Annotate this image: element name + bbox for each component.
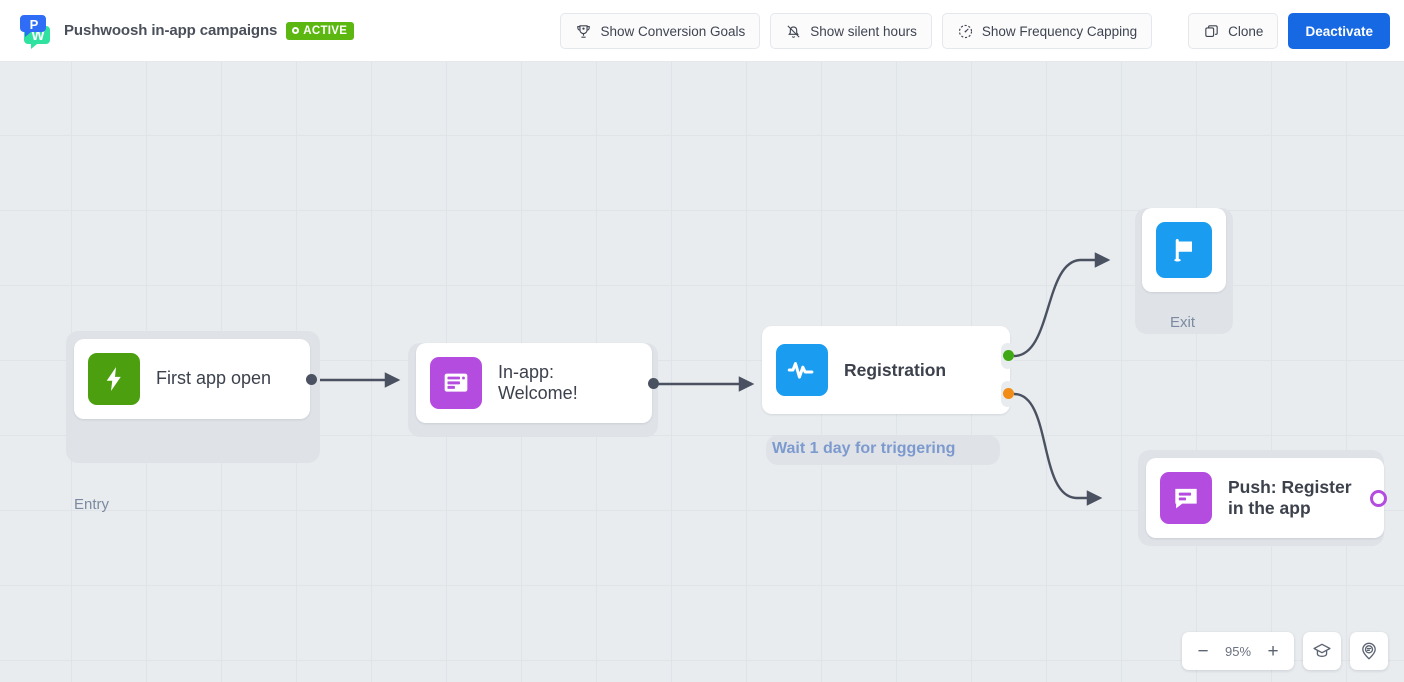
pulse-event-icon [776, 344, 828, 396]
port-registration-fallback[interactable] [1003, 388, 1014, 399]
registration-wait-group[interactable] [766, 435, 1000, 465]
zoom-controls: − 95% + [1182, 632, 1388, 670]
node-registration[interactable]: Registration [762, 326, 1010, 414]
header-toolbar: Show Conversion Goals Show silent hours … [560, 0, 1390, 62]
edge-registration-to-exit [1013, 252, 1111, 358]
pushwoosh-logo-icon: W P [20, 14, 50, 49]
status-dot-icon [292, 27, 300, 34]
bell-slash-icon [787, 24, 800, 38]
zoom-level-group: − 95% + [1182, 632, 1294, 670]
copy-icon [1205, 24, 1218, 37]
node-entry[interactable]: First app open [74, 339, 310, 419]
push-message-icon [1160, 472, 1212, 524]
page-title-wrap: Pushwoosh in-app campaigns ACTIVE [60, 21, 355, 40]
node-push-label: Push: Register in the app [1228, 477, 1352, 518]
graduation-cap-icon [1313, 643, 1331, 657]
tutorial-button[interactable] [1303, 632, 1341, 670]
trophy-icon [577, 24, 591, 38]
clone-button[interactable]: Clone [1188, 13, 1279, 49]
port-inapp-out[interactable] [648, 378, 659, 389]
deactivate-label: Deactivate [1305, 23, 1373, 39]
in-app-message-icon [430, 357, 482, 409]
zoom-out-button[interactable]: − [1188, 636, 1218, 666]
app-header: W P Pushwoosh in-app campaigns ACTIVE Sh… [0, 0, 1404, 62]
edge-registration-to-push [1013, 392, 1103, 506]
pushwoosh-logo[interactable]: W P [14, 8, 60, 54]
show-frequency-capping-label: Show Frequency Capping [981, 23, 1138, 39]
status-badge-label: ACTIVE [303, 24, 348, 37]
svg-text:P: P [30, 17, 39, 32]
show-frequency-capping-button[interactable]: Show Frequency Capping [941, 13, 1153, 49]
show-silent-hours-button[interactable]: Show silent hours [770, 13, 932, 49]
node-inapp[interactable]: In-app: Welcome! [416, 343, 652, 423]
node-entry-label: First app open [156, 368, 272, 389]
lightning-bolt-icon [88, 353, 140, 405]
port-push-out[interactable] [1370, 490, 1387, 507]
show-silent-hours-label: Show silent hours [810, 23, 917, 39]
zoom-in-button[interactable]: + [1258, 636, 1288, 666]
node-exit[interactable] [1142, 208, 1226, 292]
port-entry-out[interactable] [306, 374, 317, 385]
gauge-icon [958, 24, 972, 38]
show-conversion-goals-label: Show Conversion Goals [600, 23, 746, 39]
flag-icon [1156, 222, 1212, 278]
clone-label: Clone [1228, 23, 1264, 39]
flow-edges [312, 252, 1111, 506]
flow-canvas[interactable]: First app open Entry In-app: Welcome! Re… [0, 62, 1404, 682]
page-title: Pushwoosh in-app campaigns [64, 22, 278, 39]
port-registration-success[interactable] [1003, 350, 1014, 361]
zoom-level-value: 95% [1224, 643, 1252, 659]
help-pin-icon [1362, 642, 1376, 660]
exit-group-label: Exit [1170, 314, 1196, 331]
node-push[interactable]: Push: Register in the app [1146, 458, 1384, 538]
status-badge: ACTIVE [286, 21, 355, 40]
registration-wait-label: Wait 1 day for triggering [772, 440, 956, 457]
entry-group-label: Entry [74, 496, 110, 513]
node-registration-label: Registration [844, 359, 947, 380]
help-button[interactable] [1350, 632, 1388, 670]
node-inapp-label: In-app: Welcome! [498, 361, 578, 403]
deactivate-button[interactable]: Deactivate [1288, 13, 1390, 49]
show-conversion-goals-button[interactable]: Show Conversion Goals [560, 13, 761, 49]
